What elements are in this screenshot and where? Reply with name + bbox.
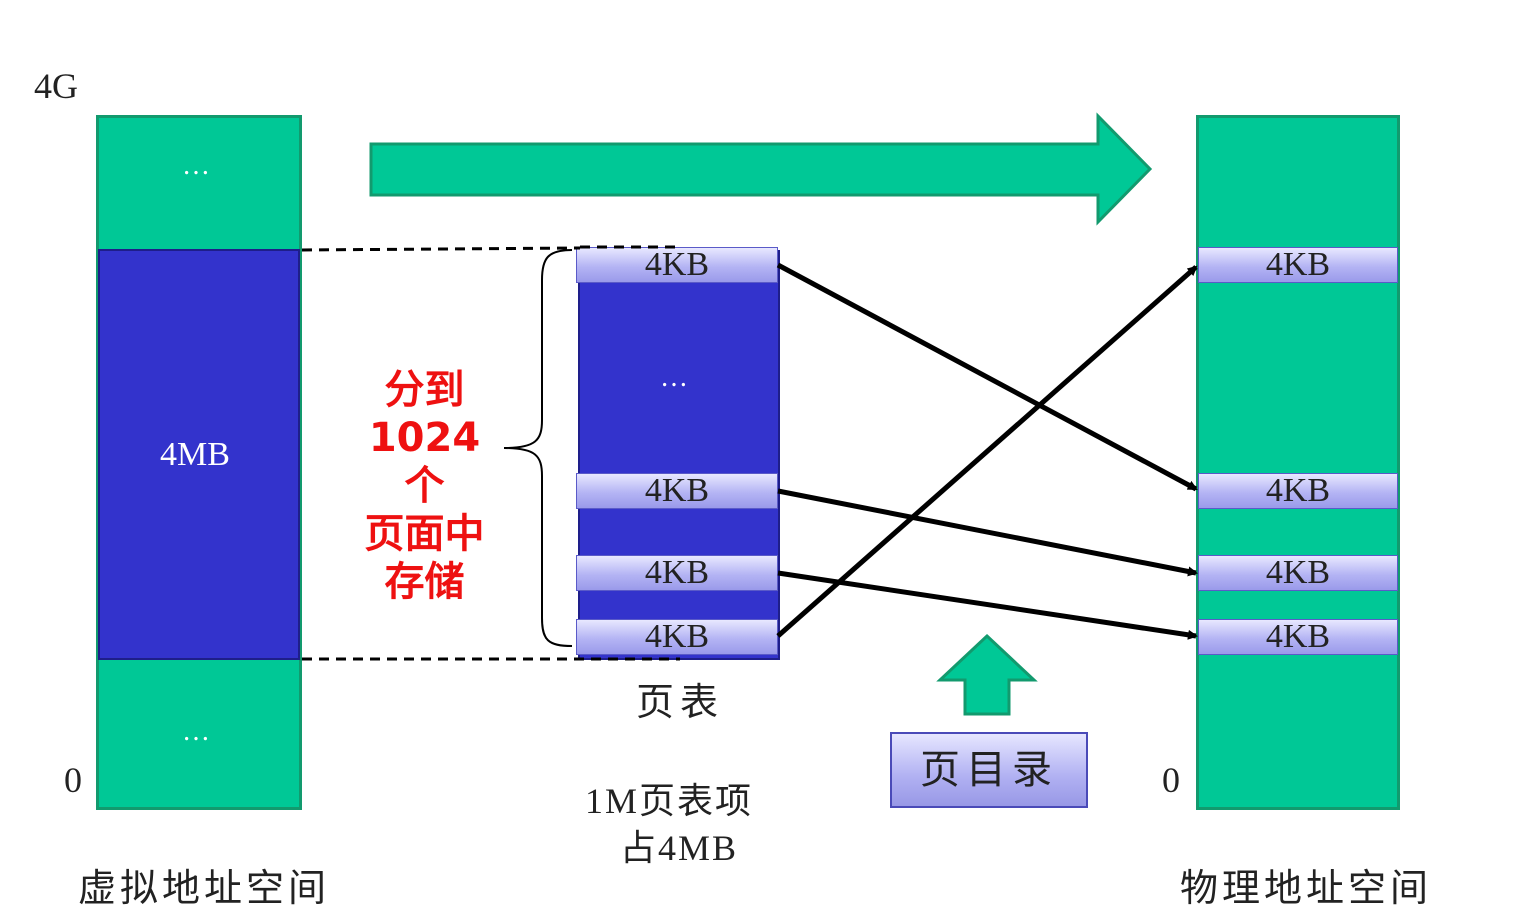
- virtual-bottom-label: 0: [64, 760, 82, 800]
- page-table-entry: 4KB: [576, 247, 778, 283]
- page-table-entry: 4KB: [576, 619, 778, 655]
- virtual-caption: 虚拟地址空间: [78, 868, 331, 910]
- virtual-top-label: 4G: [34, 66, 78, 106]
- page-directory-box: 页目录: [890, 732, 1088, 808]
- split-annotation-line: 存储: [384, 559, 465, 605]
- page-table-entry: 4KB: [576, 473, 778, 509]
- page-table-caption: 页表: [636, 682, 725, 724]
- page-table-dots: …: [660, 362, 692, 393]
- virtual-dots-bottom: …: [182, 716, 214, 747]
- brace: [503, 249, 573, 647]
- physical-frame: 4KB: [1198, 619, 1398, 655]
- page-table-block: [578, 250, 780, 660]
- physical-frame: 4KB: [1198, 555, 1398, 591]
- physical-frame: 4KB: [1198, 247, 1398, 283]
- page-table-note-line2: 占4MB: [620, 828, 739, 868]
- physical-frame: 4KB: [1198, 473, 1398, 509]
- split-annotation: 分到 1024个 页面中 存储: [352, 366, 497, 606]
- split-annotation-line: 页面中: [364, 511, 485, 557]
- split-annotation-line: 1024个: [368, 415, 481, 509]
- mapping-arrow-right: [369, 112, 1153, 226]
- page-table-entry: 4KB: [576, 555, 778, 591]
- page-table-note-line1: 1M页表项: [585, 781, 754, 821]
- virtual-4mb-block: [98, 249, 300, 660]
- page-directory-up-arrow: [936, 633, 1038, 716]
- mapping-line: [776, 262, 1198, 492]
- mapping-line: [776, 265, 1198, 638]
- mapping-line: [777, 570, 1198, 640]
- split-annotation-line: 分到: [384, 367, 465, 413]
- virtual-block-label: 4MB: [160, 436, 230, 473]
- physical-address-column: [1196, 115, 1400, 810]
- physical-caption: 物理地址空间: [1180, 868, 1433, 910]
- mapping-line: [777, 488, 1198, 577]
- virtual-dots-top: …: [182, 150, 214, 181]
- dashed-line-top: [301, 246, 581, 252]
- physical-bottom-label: 0: [1162, 760, 1180, 800]
